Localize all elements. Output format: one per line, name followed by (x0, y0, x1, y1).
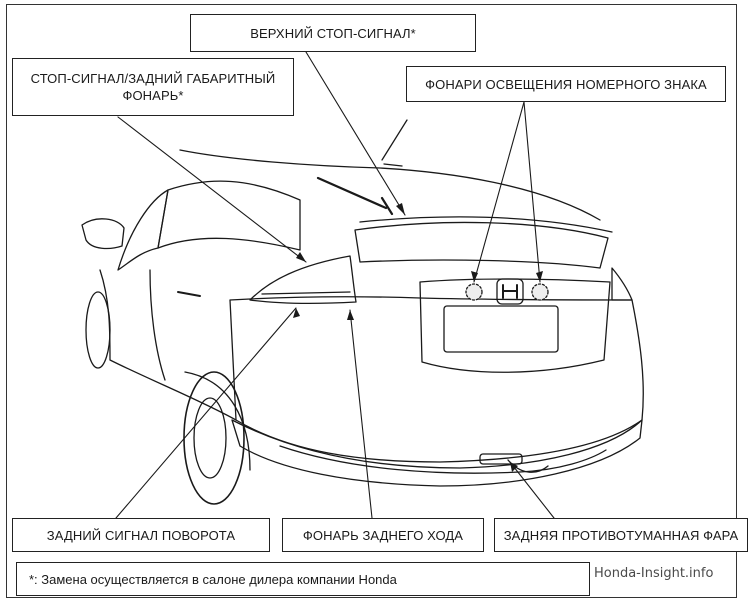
rear-bumper (231, 419, 643, 487)
rear-window (354, 221, 609, 269)
antenna (381, 119, 408, 167)
rear-wheel-hub (193, 397, 227, 479)
tail-lamp-right (611, 267, 633, 301)
label-brake-tail-line2: ФОНАРЬ* (122, 88, 184, 103)
label-brake-tail-light: СТОП-СИГНАЛ/ЗАДНИЙ ГАБАРИТНЫЙ ФОНАРЬ* (12, 58, 294, 116)
label-reverse-light: ФОНАРЬ ЗАДНЕГО ХОДА (282, 518, 484, 552)
roof-rear-edge (359, 216, 613, 233)
tail-lamp-left (249, 255, 357, 304)
label-rear-turn-signal: ЗАДНИЙ СИГНАЛ ПОВОРОТА (12, 518, 270, 552)
roof-outline (179, 149, 601, 221)
plate-recess (419, 278, 611, 373)
door-handle (177, 291, 201, 297)
rear-fog-lamp (479, 453, 523, 465)
label-rear-fog-light: ЗАДНЯЯ ПРОТИВОТУМАННАЯ ФАРА (494, 518, 748, 552)
side-window-rear (157, 180, 301, 251)
bumper-lower (279, 445, 607, 474)
side-mirror (81, 218, 125, 250)
label-license-plate-lights: ФОНАРИ ОСВЕЩЕНИЯ НОМЕРНОГО ЗНАКА (406, 66, 726, 102)
door-line (149, 269, 166, 381)
front-wheel (85, 291, 111, 369)
plate-light-right (531, 283, 549, 301)
honda-emblem (496, 278, 524, 305)
leader-lines (115, 51, 555, 519)
watermark: Honda-Insight.info (591, 564, 717, 583)
rear-wheel (183, 371, 245, 505)
footnote: *: Замена осуществляется в салоне дилера… (16, 562, 590, 596)
plate-light-left (465, 283, 483, 301)
outer-frame (6, 4, 737, 598)
body-side (99, 269, 237, 421)
license-plate (443, 305, 559, 353)
rear-body (229, 296, 644, 463)
rear-wiper (316, 176, 394, 216)
side-window-front (117, 189, 169, 271)
arrow-heads (293, 203, 543, 472)
label-brake-tail-line1: СТОП-СИГНАЛ/ЗАДНИЙ ГАБАРИТНЫЙ (30, 71, 276, 86)
label-upper-brake-light: ВЕРХНИЙ СТОП-СИГНАЛ* (190, 14, 476, 52)
